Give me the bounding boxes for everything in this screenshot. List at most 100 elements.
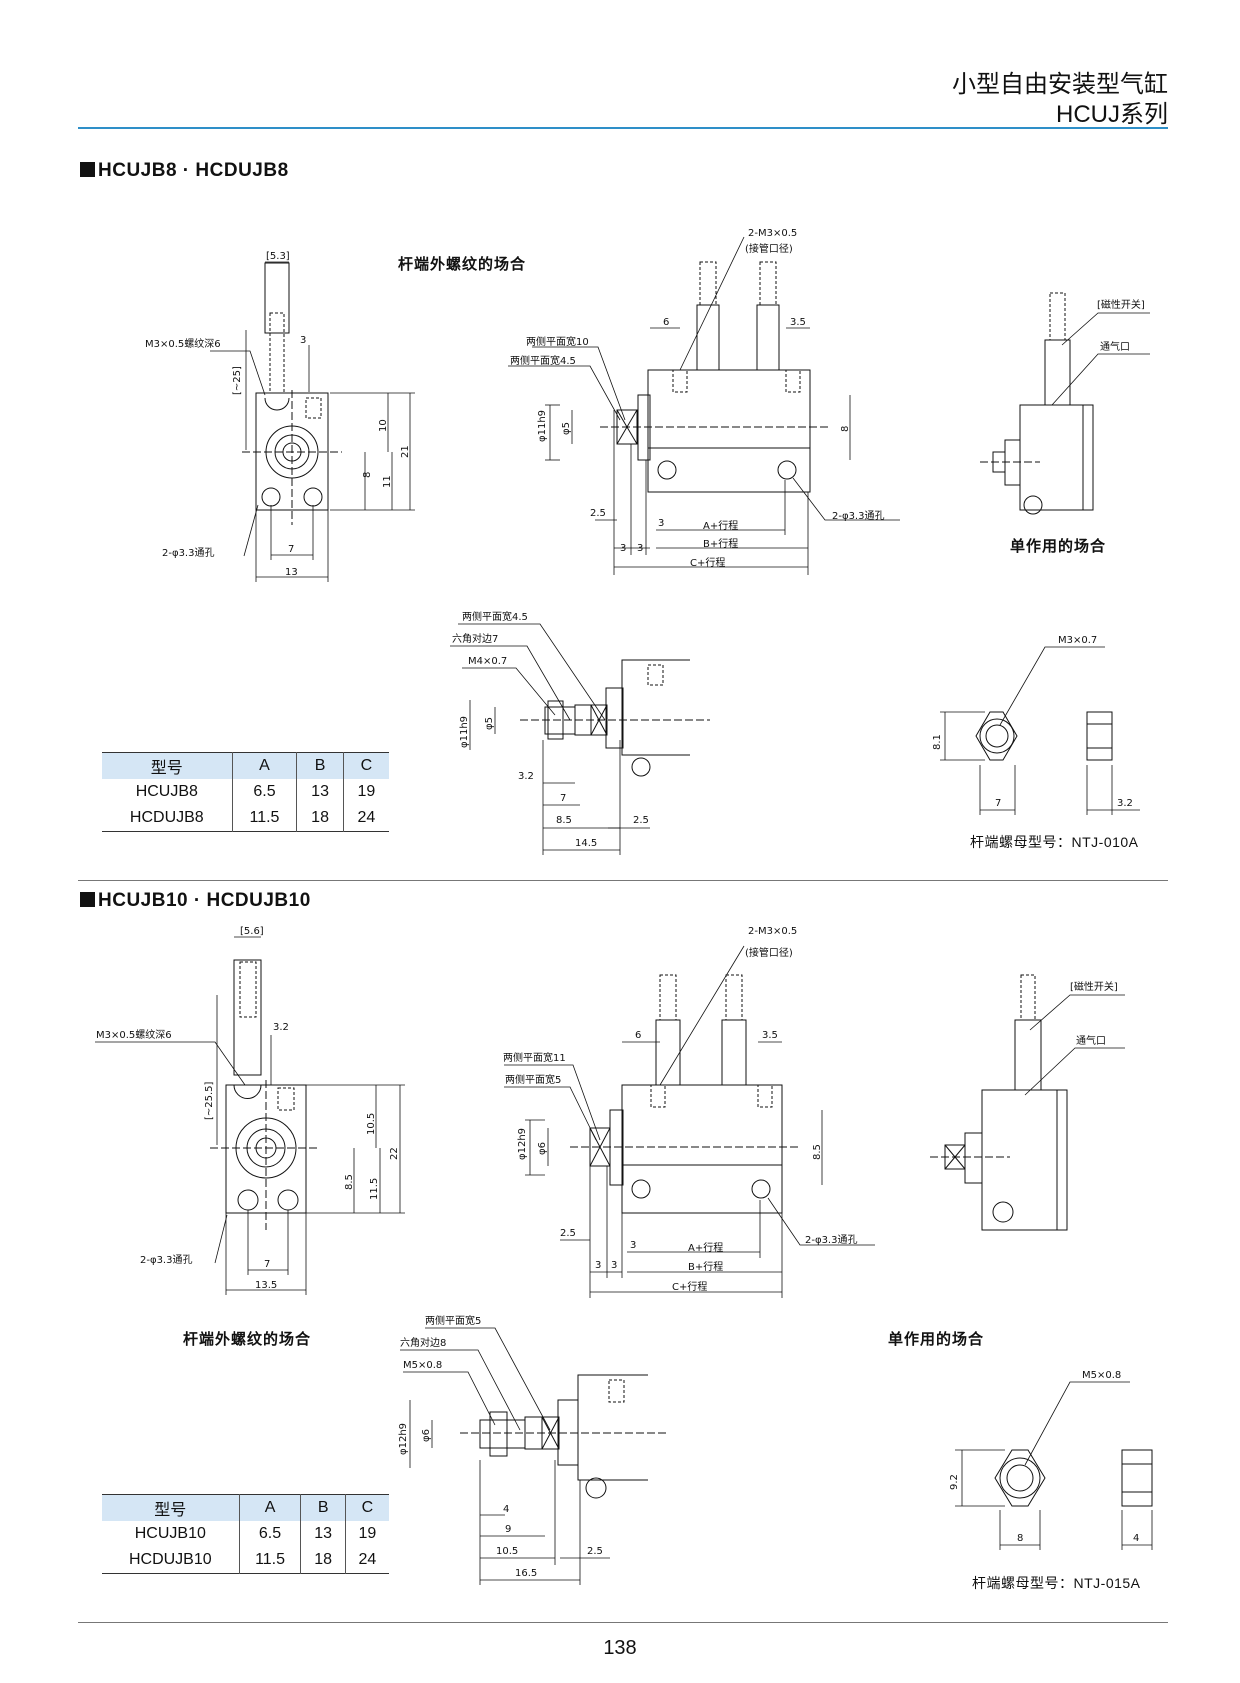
cell: 13 <box>296 779 344 805</box>
header-series: HCUJ系列 <box>1056 101 1168 128</box>
dim-label: 11.5 <box>369 1178 380 1200</box>
s1-side-labels: 2-M3×0.5 (接管口径) 6 3.5 两侧平面宽10 两侧平面宽4.5 φ… <box>510 228 884 569</box>
s2-nut-labels: M5×0.8 9.2 8 4 <box>949 1370 1139 1544</box>
dim-label: [~25] <box>232 366 243 395</box>
section2-caption-rod-thread: 杆端外螺纹的场合 <box>183 1331 312 1348</box>
dim-label: B+行程 <box>703 537 738 550</box>
dim-label: 10.5 <box>366 1113 377 1135</box>
dim-label: φ12h9 <box>398 1423 409 1455</box>
bullet-square-icon <box>80 892 95 907</box>
dim-label: 2-M3×0.5 <box>748 926 797 937</box>
dim-label: 3 <box>637 543 643 554</box>
dim-label: 2.5 <box>590 508 606 519</box>
dim-label: 通气口 <box>1100 340 1130 353</box>
section1-title: HCUJB8 · HCDUJB8 <box>80 160 289 182</box>
footer-rule <box>78 1622 1168 1623</box>
dim-label: 3 <box>620 543 626 554</box>
s2-nut-dims <box>955 1381 1153 1550</box>
section-divider <box>78 880 1168 881</box>
s1-rodend-dims <box>450 623 650 855</box>
section2-spec-table: 型号 A B C HCUJB10 6.5 13 19 HCDUJB10 11.5… <box>102 1494 389 1574</box>
dim-label: 两侧平面宽10 <box>526 335 589 348</box>
cell: 11.5 <box>238 1547 301 1574</box>
bullet-square-icon <box>80 162 95 177</box>
s1-single-dims <box>1051 312 1150 406</box>
cell: 6.5 <box>238 1521 301 1547</box>
dim-label: M5×0.8 <box>1082 1370 1121 1381</box>
table-header-row: 型号 A B C <box>102 1494 389 1521</box>
dim-label: 3.5 <box>762 1030 778 1041</box>
dim-label: 6 <box>663 317 669 328</box>
dim-label: 3.2 <box>518 771 534 782</box>
dim-label: 22 <box>389 1147 400 1160</box>
dim-label: 通气口 <box>1076 1034 1106 1047</box>
section1-nut-model: 杆端螺母型号：NTJ-010A <box>970 834 1139 850</box>
dim-label: 7 <box>264 1259 270 1270</box>
dim-label: 7 <box>560 793 566 804</box>
dim-label: 两侧平面宽4.5 <box>462 610 528 623</box>
dim-label: 3.5 <box>790 317 806 328</box>
dim-label: M3×0.5螺纹深6 <box>145 337 221 350</box>
dim-label: 2.5 <box>560 1228 576 1239</box>
th-c: C <box>342 752 389 779</box>
dim-label: 9.2 <box>949 1474 960 1490</box>
section2-nut-model: 杆端螺母型号：NTJ-015A <box>972 1575 1141 1591</box>
section1-caption-single: 单作用的场合 <box>1010 538 1107 555</box>
cell: 18 <box>296 805 344 832</box>
dim-label: B+行程 <box>688 1260 723 1273</box>
dim-label: [5.6] <box>240 926 264 937</box>
dim-label: [磁性开关] <box>1097 298 1145 311</box>
dim-label: [~25.5] <box>204 1081 215 1120</box>
s2-side-view <box>570 974 800 1214</box>
dim-label: (接管口径) <box>745 242 793 255</box>
dim-label: 2-φ3.3通孔 <box>805 1234 857 1246</box>
dim-label: 2-φ3.3通孔 <box>162 547 214 559</box>
th-c: C <box>344 1494 389 1521</box>
cell: 18 <box>300 1547 346 1574</box>
s1-front-labels: [5.3] M3×0.5螺纹深6 3 [~25] 10 21 8 11 2-φ3… <box>145 251 411 578</box>
header-title: 小型自由安装型气缸 <box>952 71 1168 98</box>
dim-label: 10.5 <box>496 1546 518 1557</box>
dim-label: 8.5 <box>812 1144 823 1160</box>
s1-side-dims <box>508 236 900 575</box>
dim-label: 2-φ3.3通孔 <box>140 1254 192 1266</box>
dim-label: [磁性开关] <box>1070 980 1118 993</box>
dim-label: C+行程 <box>672 1280 707 1293</box>
dim-label: 3.2 <box>1117 798 1133 809</box>
dim-label: [5.3] <box>266 251 290 262</box>
table-header-row: 型号 A B C <box>102 752 389 779</box>
cell: 6.5 <box>231 779 297 805</box>
dim-label: φ6 <box>421 1429 432 1442</box>
s2-single-labels: [磁性开关] 通气口 <box>1070 980 1118 1047</box>
cell: HCUJB8 <box>135 783 198 800</box>
th-model: 型号 <box>102 752 233 779</box>
dim-label: 3.2 <box>273 1022 289 1033</box>
s2-rodend-view <box>460 1374 668 1499</box>
cell: 11.5 <box>231 805 297 832</box>
th-a: A <box>231 752 297 779</box>
table-row: HCDUJB8 11.5 18 24 <box>102 805 389 832</box>
dim-label: 13.5 <box>255 1280 277 1291</box>
s2-single-view <box>930 974 1068 1231</box>
dim-label: 13 <box>285 567 298 578</box>
cell: 19 <box>342 779 389 805</box>
s1-nut-labels: M3×0.7 8.1 7 3.2 <box>932 635 1133 809</box>
dim-label: 两侧平面宽4.5 <box>510 354 576 367</box>
dim-label: 3 <box>630 1240 636 1251</box>
th-a: A <box>238 1494 301 1521</box>
s2-side-labels: 2-M3×0.5 (接管口径) 6 3.5 两侧平面宽11 两侧平面宽5 φ12… <box>503 926 857 1293</box>
cell: 24 <box>342 805 389 832</box>
section1-caption-rod-thread: 杆端外螺纹的场合 <box>398 256 527 273</box>
dim-label: 8.5 <box>556 815 572 826</box>
dim-label: 14.5 <box>575 838 597 849</box>
s1-nut-dims <box>940 646 1140 815</box>
cell: 24 <box>344 1547 389 1574</box>
s2-front-labels: [5.6] M3×0.5螺纹深6 3.2 [~25.5] 10.5 22 8.5… <box>96 926 400 1291</box>
table-row: HCDUJB10 11.5 18 24 <box>102 1547 389 1574</box>
dim-label: M3×0.5螺纹深6 <box>96 1028 172 1041</box>
dim-label: 2.5 <box>633 815 649 826</box>
dim-label: φ6 <box>537 1142 548 1155</box>
section2-caption-single: 单作用的场合 <box>888 1331 985 1348</box>
cell: HCUJB10 <box>134 1525 206 1542</box>
